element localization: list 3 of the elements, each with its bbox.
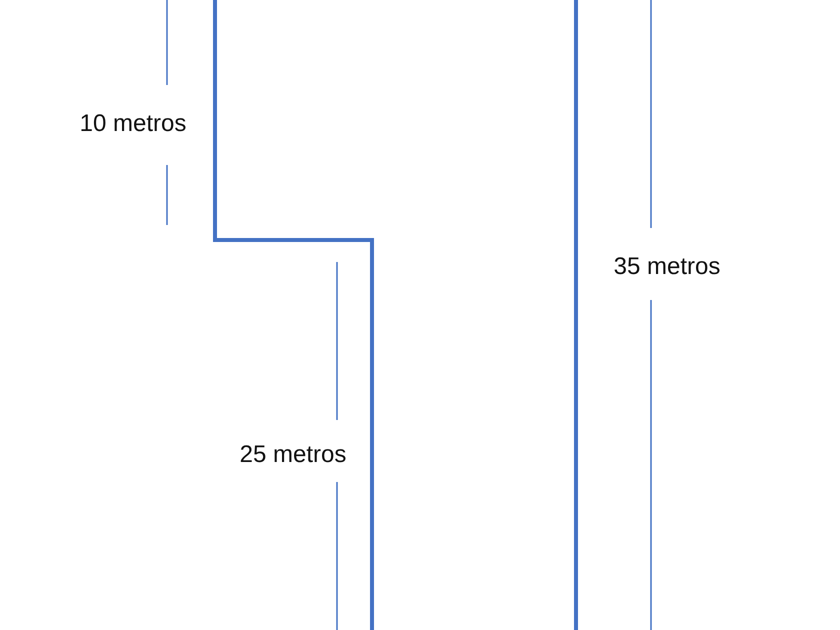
dimension-label: 35 metros [614,253,720,281]
dimension-label: 10 metros [80,110,186,138]
dimension-label: 25 metros [240,441,346,469]
